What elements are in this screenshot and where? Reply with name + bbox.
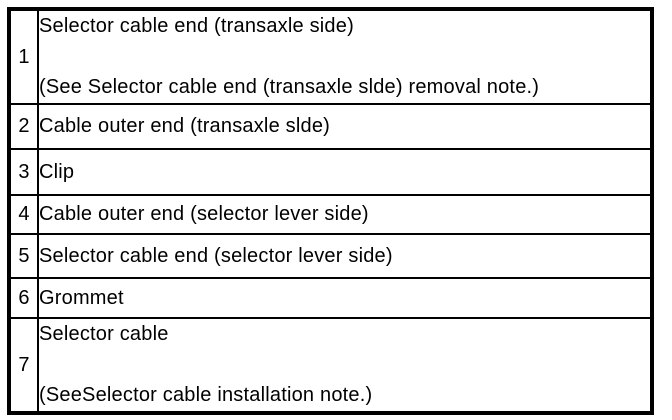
table-row: 5 Selector cable end (selector lever sid… <box>8 233 653 279</box>
row-number: 2 <box>8 103 39 150</box>
row-number: 4 <box>8 194 39 235</box>
row-description-lines: Selector cable end (transaxle side) (See… <box>39 12 650 103</box>
part-name: Selector cable <box>39 322 169 345</box>
table-row: 3 Clip <box>8 148 653 196</box>
part-name: Cable outer end (selector lever side) <box>37 194 653 235</box>
parts-table: 1 Selector cable end (transaxle side) (S… <box>7 7 654 415</box>
table-row: 6 Grommet <box>8 277 653 319</box>
part-note: (See Selector cable end (transaxle slde)… <box>39 75 540 98</box>
table-row: 1 Selector cable end (transaxle side) (S… <box>8 8 653 105</box>
table-row: 7 Selector cable (SeeSelector cable inst… <box>8 317 653 414</box>
part-name: Selector cable end (selector lever side) <box>37 233 653 279</box>
row-description-lines: Selector cable (SeeSelector cable instal… <box>39 320 650 411</box>
part-name: Grommet <box>37 277 653 319</box>
row-number: 6 <box>8 277 39 319</box>
row-description-cell: Selector cable (SeeSelector cable instal… <box>37 317 653 414</box>
part-name: Cable outer end (transaxle slde) <box>37 103 653 150</box>
table-row: 4 Cable outer end (selector lever side) <box>8 194 653 235</box>
part-note: (SeeSelector cable installation note.) <box>39 383 373 406</box>
row-number: 5 <box>8 233 39 279</box>
table-row: 2 Cable outer end (transaxle slde) <box>8 103 653 150</box>
row-description-cell: Selector cable end (transaxle side) (See… <box>37 8 653 105</box>
row-number: 1 <box>8 8 39 105</box>
row-number: 7 <box>8 317 39 414</box>
part-name: Selector cable end (transaxle side) <box>39 14 354 37</box>
row-number: 3 <box>8 148 39 196</box>
part-name: Clip <box>37 148 653 196</box>
